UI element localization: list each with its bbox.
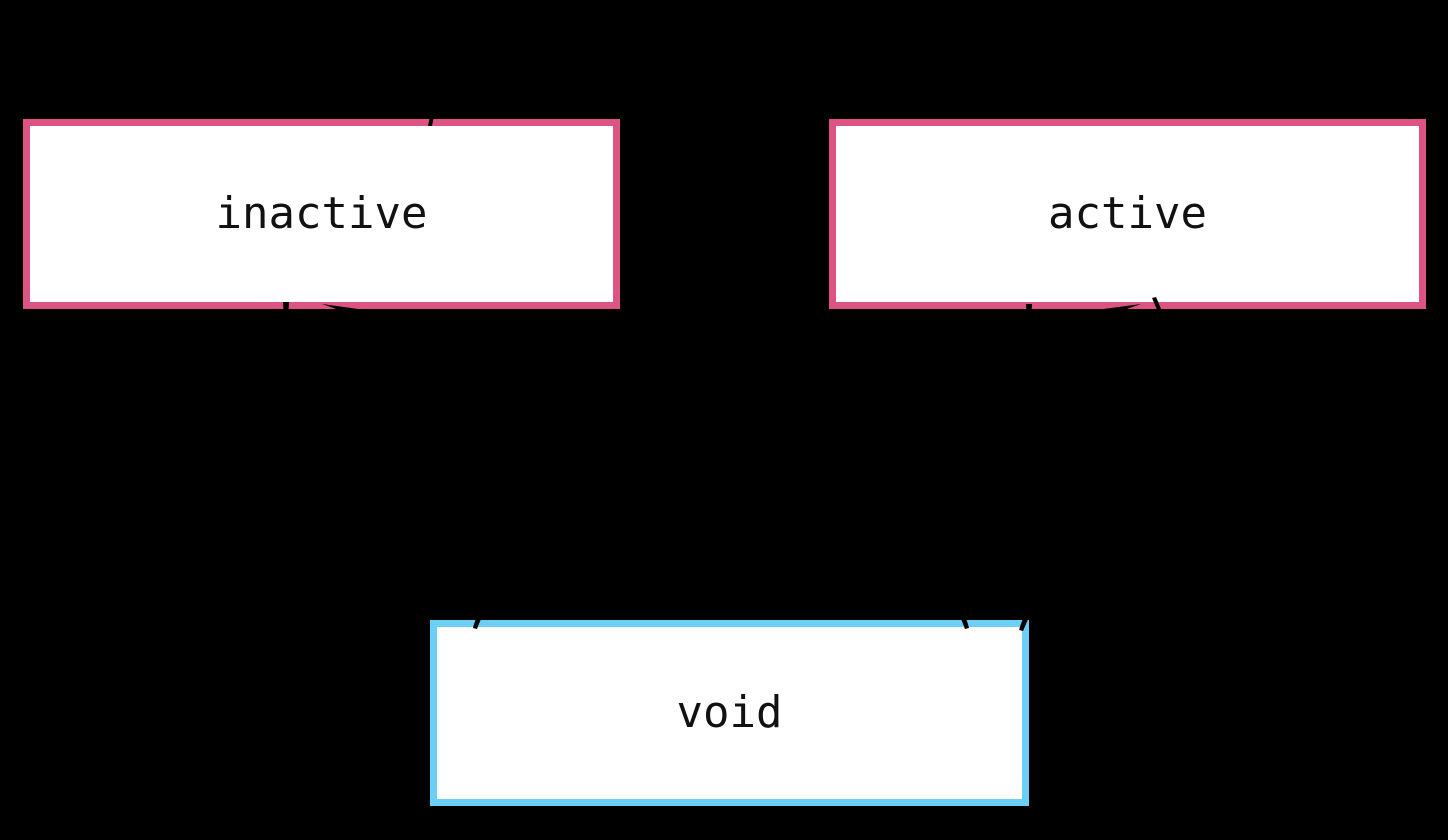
node-inactive[interactable]: inactive (23, 119, 620, 309)
edge-void-to-active (998, 307, 1167, 621)
node-void[interactable]: void (430, 620, 1029, 806)
node-inactive-label: inactive (215, 188, 428, 239)
edge-active-to-void (958, 308, 1112, 620)
node-active-label: active (1048, 188, 1207, 239)
node-active[interactable]: active (829, 119, 1426, 309)
edge-inactive-to-void (328, 308, 522, 620)
node-void-label: void (676, 687, 783, 738)
